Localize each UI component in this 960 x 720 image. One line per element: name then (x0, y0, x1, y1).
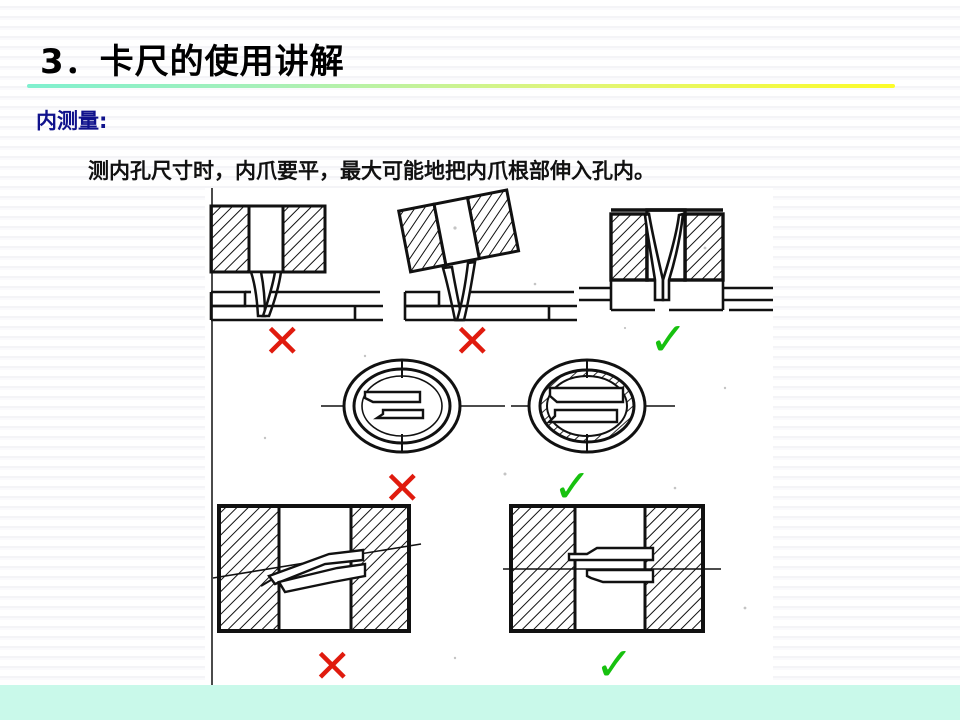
caliper-technique-figure: ✕ ✕ ✓ ✕ ✓ ✕ ✓ (205, 188, 773, 685)
footer-band (0, 685, 960, 720)
row1-item1-drawing (209, 204, 383, 322)
row2-item1-drawing (342, 358, 462, 454)
row1-item3-drawing (579, 208, 773, 312)
row2-item2-drawing (527, 358, 647, 454)
scan-noise (263, 226, 747, 660)
row3-item1-drawing (212, 504, 422, 633)
technical-drawing (209, 188, 773, 660)
verdict-mark-row1-item1: ✕ (263, 314, 302, 368)
page-title: 3．卡尺的使用讲解 (40, 42, 345, 82)
section-subheading: 内测量: (36, 109, 108, 133)
verdict-mark-row1-item3: ✓ (649, 312, 688, 366)
row3-item2-drawing (503, 504, 721, 633)
title-divider-rule (27, 84, 895, 88)
verdict-mark-row3-item1: ✕ (313, 639, 352, 685)
instruction-text: 测内孔尺寸时，内爪要平，最大可能地把内爪根部伸入孔内。 (88, 159, 655, 183)
verdict-mark-row2-item2: ✓ (553, 459, 592, 513)
row1-item2-drawing (396, 188, 577, 322)
verdict-mark-row1-item2: ✕ (453, 314, 492, 368)
verdict-mark-row3-item2: ✓ (595, 637, 634, 685)
scan-left-edge (211, 188, 213, 685)
verdict-mark-row2-item1: ✕ (383, 461, 422, 515)
